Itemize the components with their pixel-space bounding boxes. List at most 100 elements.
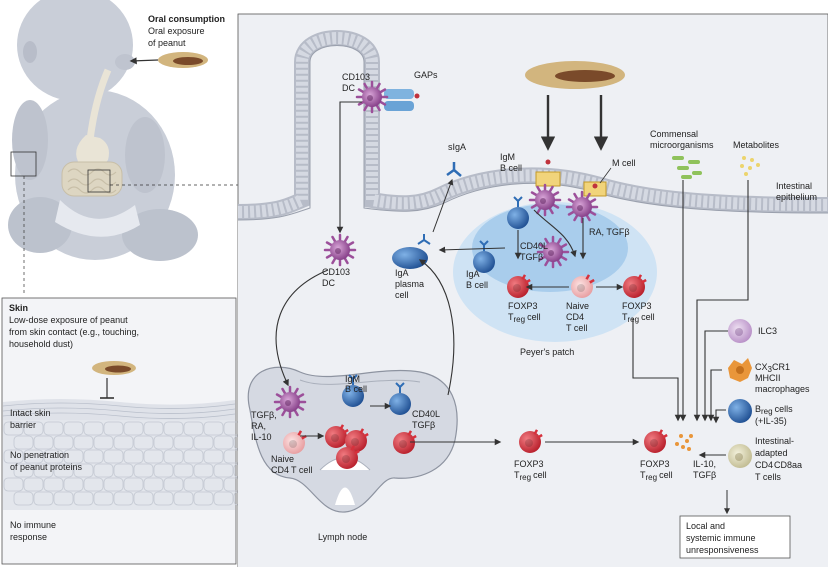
skin-cell [133, 463, 154, 478]
naive-ln-label-1: Naive [271, 454, 294, 464]
skin-cell [163, 477, 184, 492]
skin-cell [183, 421, 204, 436]
treg-peyer-left [507, 274, 531, 298]
peanut-icon [158, 52, 208, 68]
skin-cell [53, 435, 74, 450]
stomach [76, 135, 109, 169]
peyers-label: Peyer's patch [520, 347, 574, 357]
skin-cell [193, 435, 214, 450]
skin-cell [203, 477, 224, 492]
skin-cell [33, 463, 54, 478]
naive-pp-label-1: Naive [566, 301, 589, 311]
cd40l-ln-label-2: TGFβ [412, 420, 435, 430]
skin-cell [113, 491, 134, 506]
skin-cell [43, 477, 64, 492]
cd40l-pp-label-1: CD40L [520, 241, 548, 251]
tgf-ln-label-3: IL-10 [251, 432, 272, 442]
treg-intestinal [644, 429, 668, 453]
il10-label-2: TGFβ [693, 470, 716, 480]
iea-label-4: T cells [755, 472, 781, 482]
baby-panel: Oral consumption Oral exposure of peanut [0, 0, 238, 296]
dc-peyer-2 [565, 190, 599, 224]
treg-ln-1 [325, 424, 349, 448]
skin-intact-1: Intact skin [10, 408, 51, 418]
skin-cell [143, 477, 164, 492]
skin-cell [3, 449, 24, 464]
skin-cell [23, 449, 44, 464]
skin-cell [93, 435, 114, 450]
cx3cr1-label: CX3CR1 [755, 362, 790, 374]
arrow-dc-down [336, 101, 362, 234]
skin-cell [13, 463, 34, 478]
b-cell-igm-ln [342, 374, 364, 407]
skin-peanut-icon [92, 361, 136, 375]
commensal-label-2: microorganisms [650, 140, 714, 150]
skin-cell [193, 491, 214, 506]
commensal-icon [672, 156, 702, 179]
igm-ln-label-1: IgM [345, 374, 360, 384]
skin-cell [123, 421, 144, 436]
breg-cell [728, 399, 752, 423]
treg-ln-3 [336, 445, 360, 469]
tgf-ln-label-2: RA, [251, 421, 266, 431]
igm-ln-label-2: B cell [345, 384, 367, 394]
outcome-line3: unresponsiveness [686, 545, 759, 555]
skin-cell [133, 491, 154, 506]
igm-b-label-2: B cell [500, 163, 522, 173]
iga-plasma-label-1: IgA [395, 268, 409, 278]
skin-cell [153, 435, 174, 450]
skin-cell [183, 477, 204, 492]
m-cell-label: M cell [612, 158, 636, 168]
skin-cell [153, 491, 174, 506]
cd40l-pp-label-2: TGFβ [520, 252, 543, 262]
skin-cell [153, 463, 174, 478]
skin-cell [23, 421, 44, 436]
naive-pp-label-3: T cell [566, 323, 587, 333]
skin-cell [183, 449, 204, 464]
skin-cell [43, 449, 64, 464]
oral-title: Oral consumption [148, 14, 225, 24]
skin-cell [103, 477, 124, 492]
skin-panel: Skin Low-dose exposure of peanut from sk… [1, 297, 254, 565]
skin-cell [173, 463, 194, 478]
skin-nopen-2: of peanut proteins [10, 462, 83, 472]
iea-label-1: Intestinal- [755, 436, 794, 446]
iga-b-label-2: B cell [466, 280, 488, 290]
siga-icon [446, 162, 462, 177]
treg-peyer-right [623, 274, 647, 298]
cytokine-dots [675, 434, 693, 451]
skin-cell [173, 435, 194, 450]
epithelium-label-2: epithelium [776, 192, 817, 202]
skin-cell [23, 477, 44, 492]
outcome-line1: Local and [686, 521, 725, 531]
skin-cell [43, 421, 64, 436]
commensal-label-1: Commensal [650, 129, 698, 139]
skin-cell [83, 421, 104, 436]
ra-tgf-label: RA, TGFβ [589, 227, 630, 237]
skin-cell [3, 477, 24, 492]
skin-cell [73, 463, 94, 478]
treg-ln-4 [393, 430, 417, 454]
skin-cell [13, 491, 34, 506]
skin-line1: Low-dose exposure of peanut [9, 315, 128, 325]
skin-cell [213, 435, 234, 450]
mhcii-label: MHCII [755, 373, 781, 383]
skin-zoom-box [10, 151, 37, 177]
metabolites-label: Metabolites [733, 140, 780, 150]
il10-label-1: IL-10, [693, 459, 716, 469]
gut-panel: Peyer's patch Lymph node [237, 13, 828, 568]
skin-cell [143, 421, 164, 436]
skin-cell [83, 477, 104, 492]
dc-peyer-1 [528, 183, 562, 217]
skin-nopen-1: No penetration [10, 450, 69, 460]
dc-peyer-3 [536, 235, 570, 269]
lymph-label: Lymph node [318, 532, 367, 542]
skin-cell [73, 491, 94, 506]
naive-pp-label-2: CD4 [566, 312, 584, 322]
metabolites-icon [740, 156, 760, 176]
esophagus [86, 68, 112, 141]
